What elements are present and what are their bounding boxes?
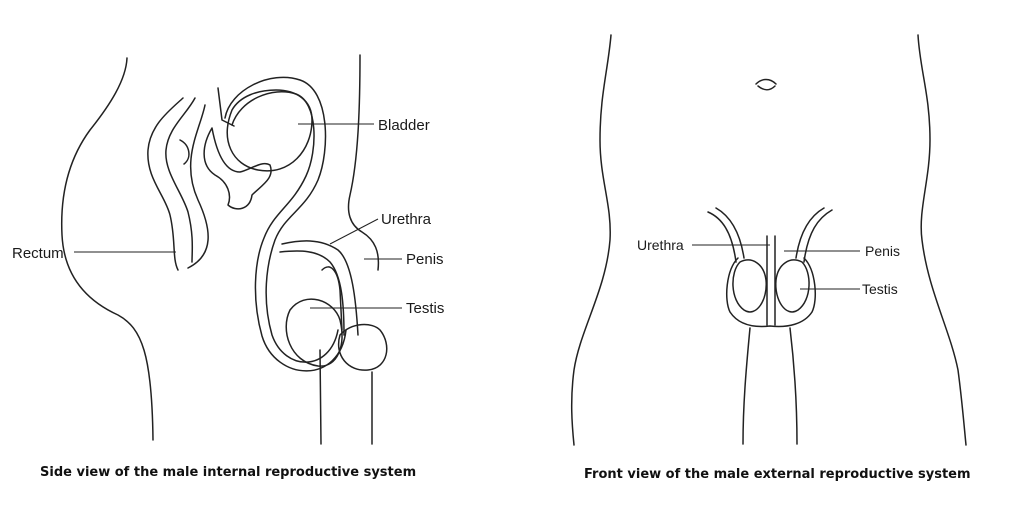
cord-left-outer [707,211,737,263]
navel [755,78,777,91]
vas-deferens-inner [231,91,347,372]
thigh-line-left [319,349,322,445]
urethra-label: Urethra [381,211,432,228]
penis-label: Penis [406,251,444,268]
inner-thigh-left [742,327,751,445]
urethra-tube-top [281,240,359,336]
front-view-caption: Front view of the male external reproduc… [584,467,971,482]
rectum-label: Rectum [12,245,64,262]
bladder-shape [226,89,313,172]
front-outline [347,54,380,271]
urethra-leader [329,218,379,245]
front-view-illustration: Urethra Penis Testis Front view of the m… [570,34,971,482]
scrotum-outline [725,257,817,328]
cord-right-outer [803,209,833,263]
glans-shape [337,323,388,371]
body-outline-right [917,34,967,446]
inner-thigh-right [789,327,798,445]
vas-deferens-outer [224,76,339,363]
front-testis-label: Testis [862,281,898,297]
body-outline-left [570,34,612,446]
testis-shape [285,298,343,367]
rectum-wall [187,104,209,269]
seminal-vesicle [203,127,272,210]
cord-right-inner [795,207,825,259]
rectum-outer [147,97,184,271]
testis-right-shape [775,259,810,313]
back-outline [60,57,154,441]
urethra-tube-bottom [279,250,345,336]
side-view-illustration: Bladder Urethra Rectum Penis Testis Side… [12,54,444,480]
front-penis-label: Penis [865,243,900,259]
penis-shaft [321,266,343,331]
testis-label: Testis [406,300,444,317]
front-urethra-label: Urethra [637,237,684,253]
rectum-fold [179,139,190,165]
cord-left-inner [715,207,745,259]
bladder-label: Bladder [378,117,430,134]
ureter [217,87,235,127]
side-view-caption: Side view of the male internal reproduct… [40,465,416,480]
testis-left-shape [732,259,767,313]
rectum-inner [165,97,196,263]
